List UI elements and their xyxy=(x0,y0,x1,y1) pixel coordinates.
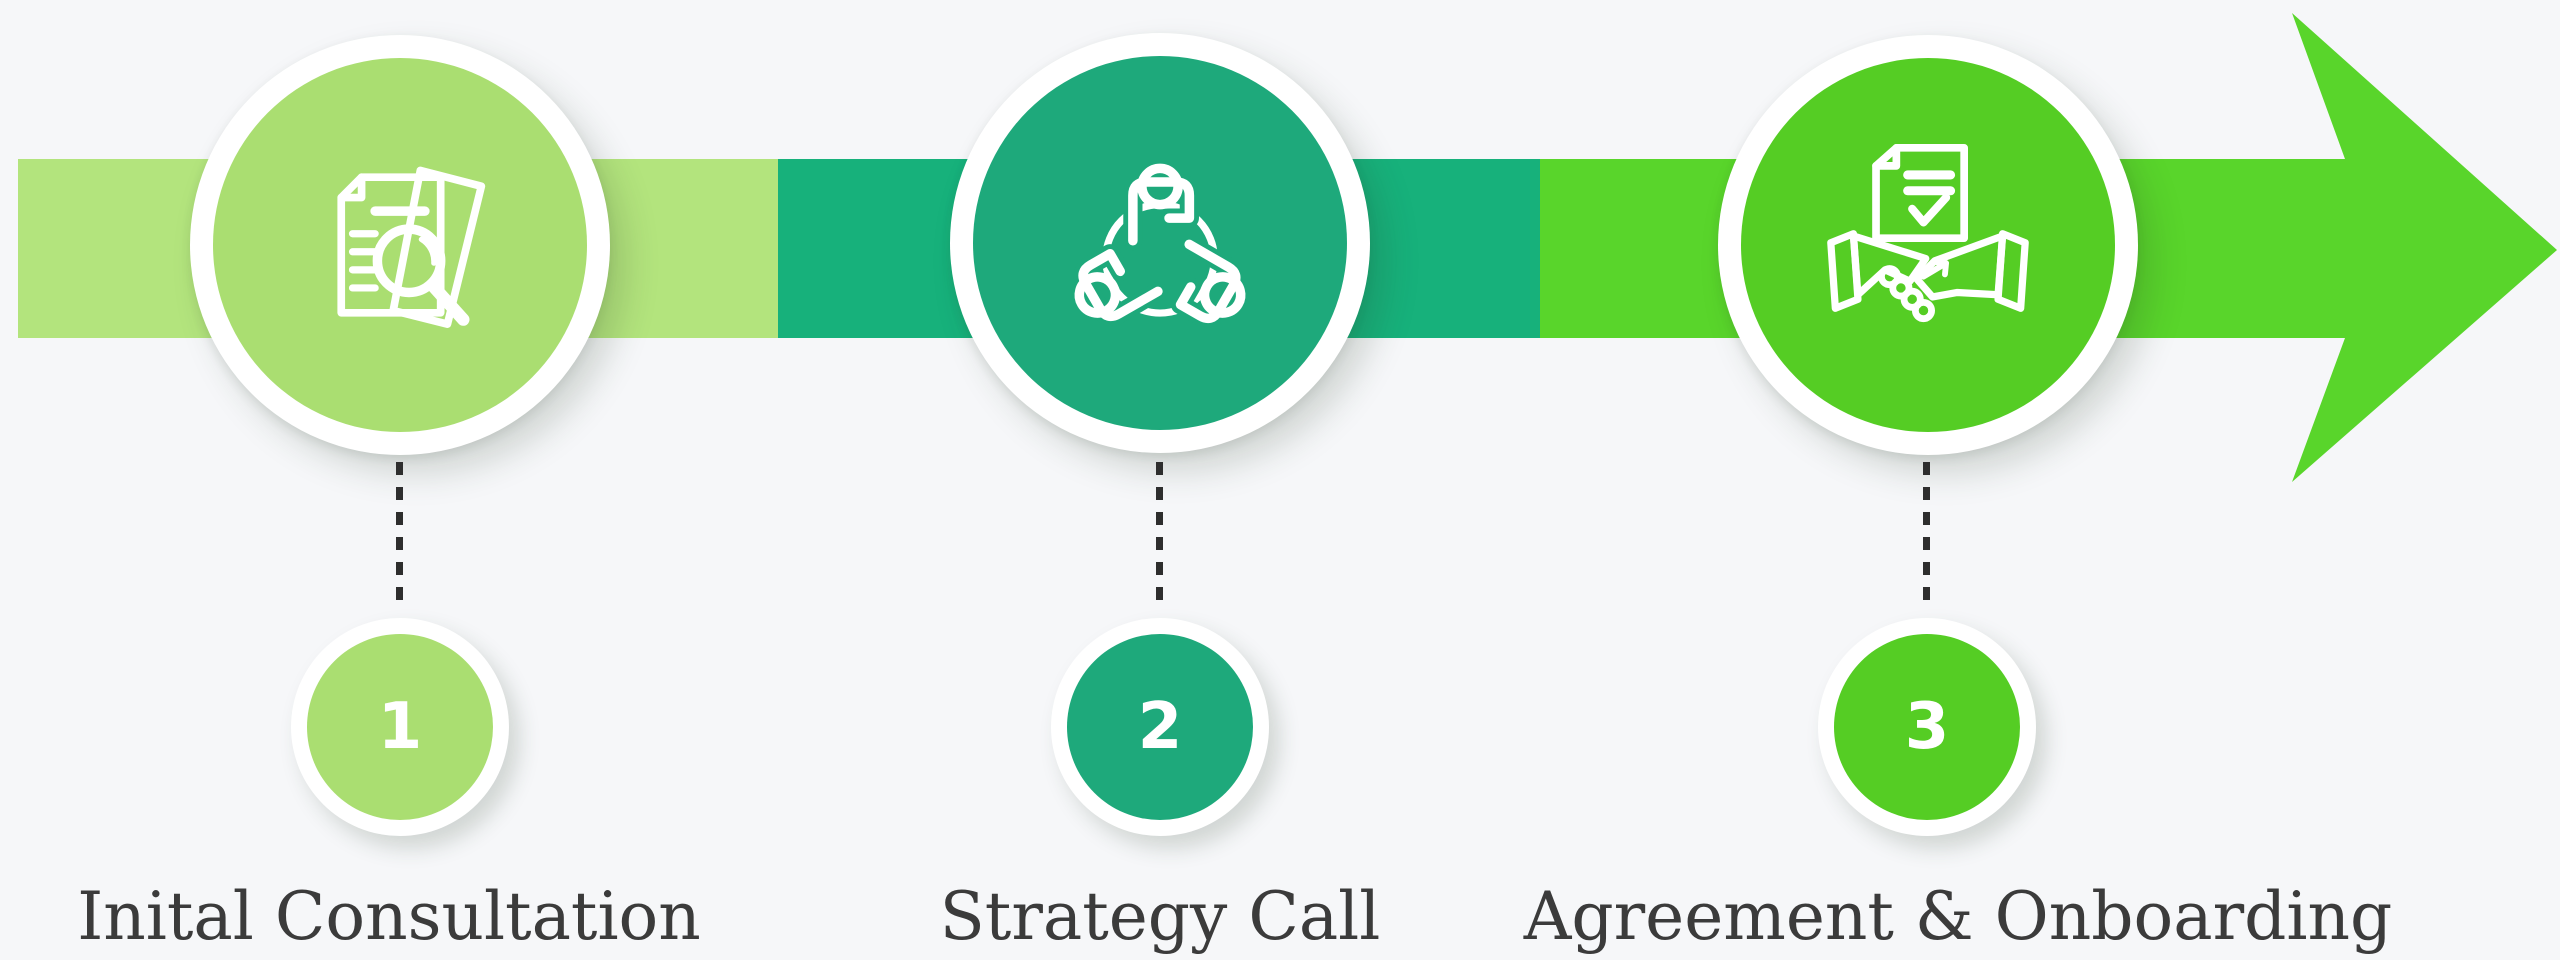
step-1-number: 1 xyxy=(377,690,423,764)
agreement-handshake-icon xyxy=(1827,143,2029,323)
step-3-label: Agreement & Onboarding xyxy=(1523,878,2393,955)
step-3-circle-fill xyxy=(1741,58,2115,432)
step-1-dotted-connector xyxy=(396,462,403,612)
step-3-dotted-connector xyxy=(1923,462,1930,612)
step-1-number-badge: 1 xyxy=(291,618,509,836)
meeting-icon xyxy=(1073,163,1246,328)
step-3-circle xyxy=(1718,35,2138,455)
step-1-circle-fill xyxy=(213,58,587,432)
step-2-dotted-connector xyxy=(1156,462,1163,612)
step-2-number-badge: 2 xyxy=(1051,618,1269,836)
step-3-badge-fill: 3 xyxy=(1834,634,2020,820)
step-2-circle-fill xyxy=(973,56,1347,430)
step-1-circle xyxy=(190,35,610,455)
arrow-head xyxy=(2292,13,2557,482)
step-1-badge-fill: 1 xyxy=(307,634,493,820)
document-search-icon xyxy=(337,166,486,328)
step-1-label: Inital Consultation xyxy=(77,878,701,955)
step-3-number: 3 xyxy=(1904,690,1950,764)
step-2-badge-fill: 2 xyxy=(1067,634,1253,820)
step-2-number: 2 xyxy=(1137,690,1183,764)
step-2-label: Strategy Call xyxy=(939,878,1381,955)
step-3-number-badge: 3 xyxy=(1818,618,2036,836)
step-2-circle xyxy=(950,33,1370,453)
